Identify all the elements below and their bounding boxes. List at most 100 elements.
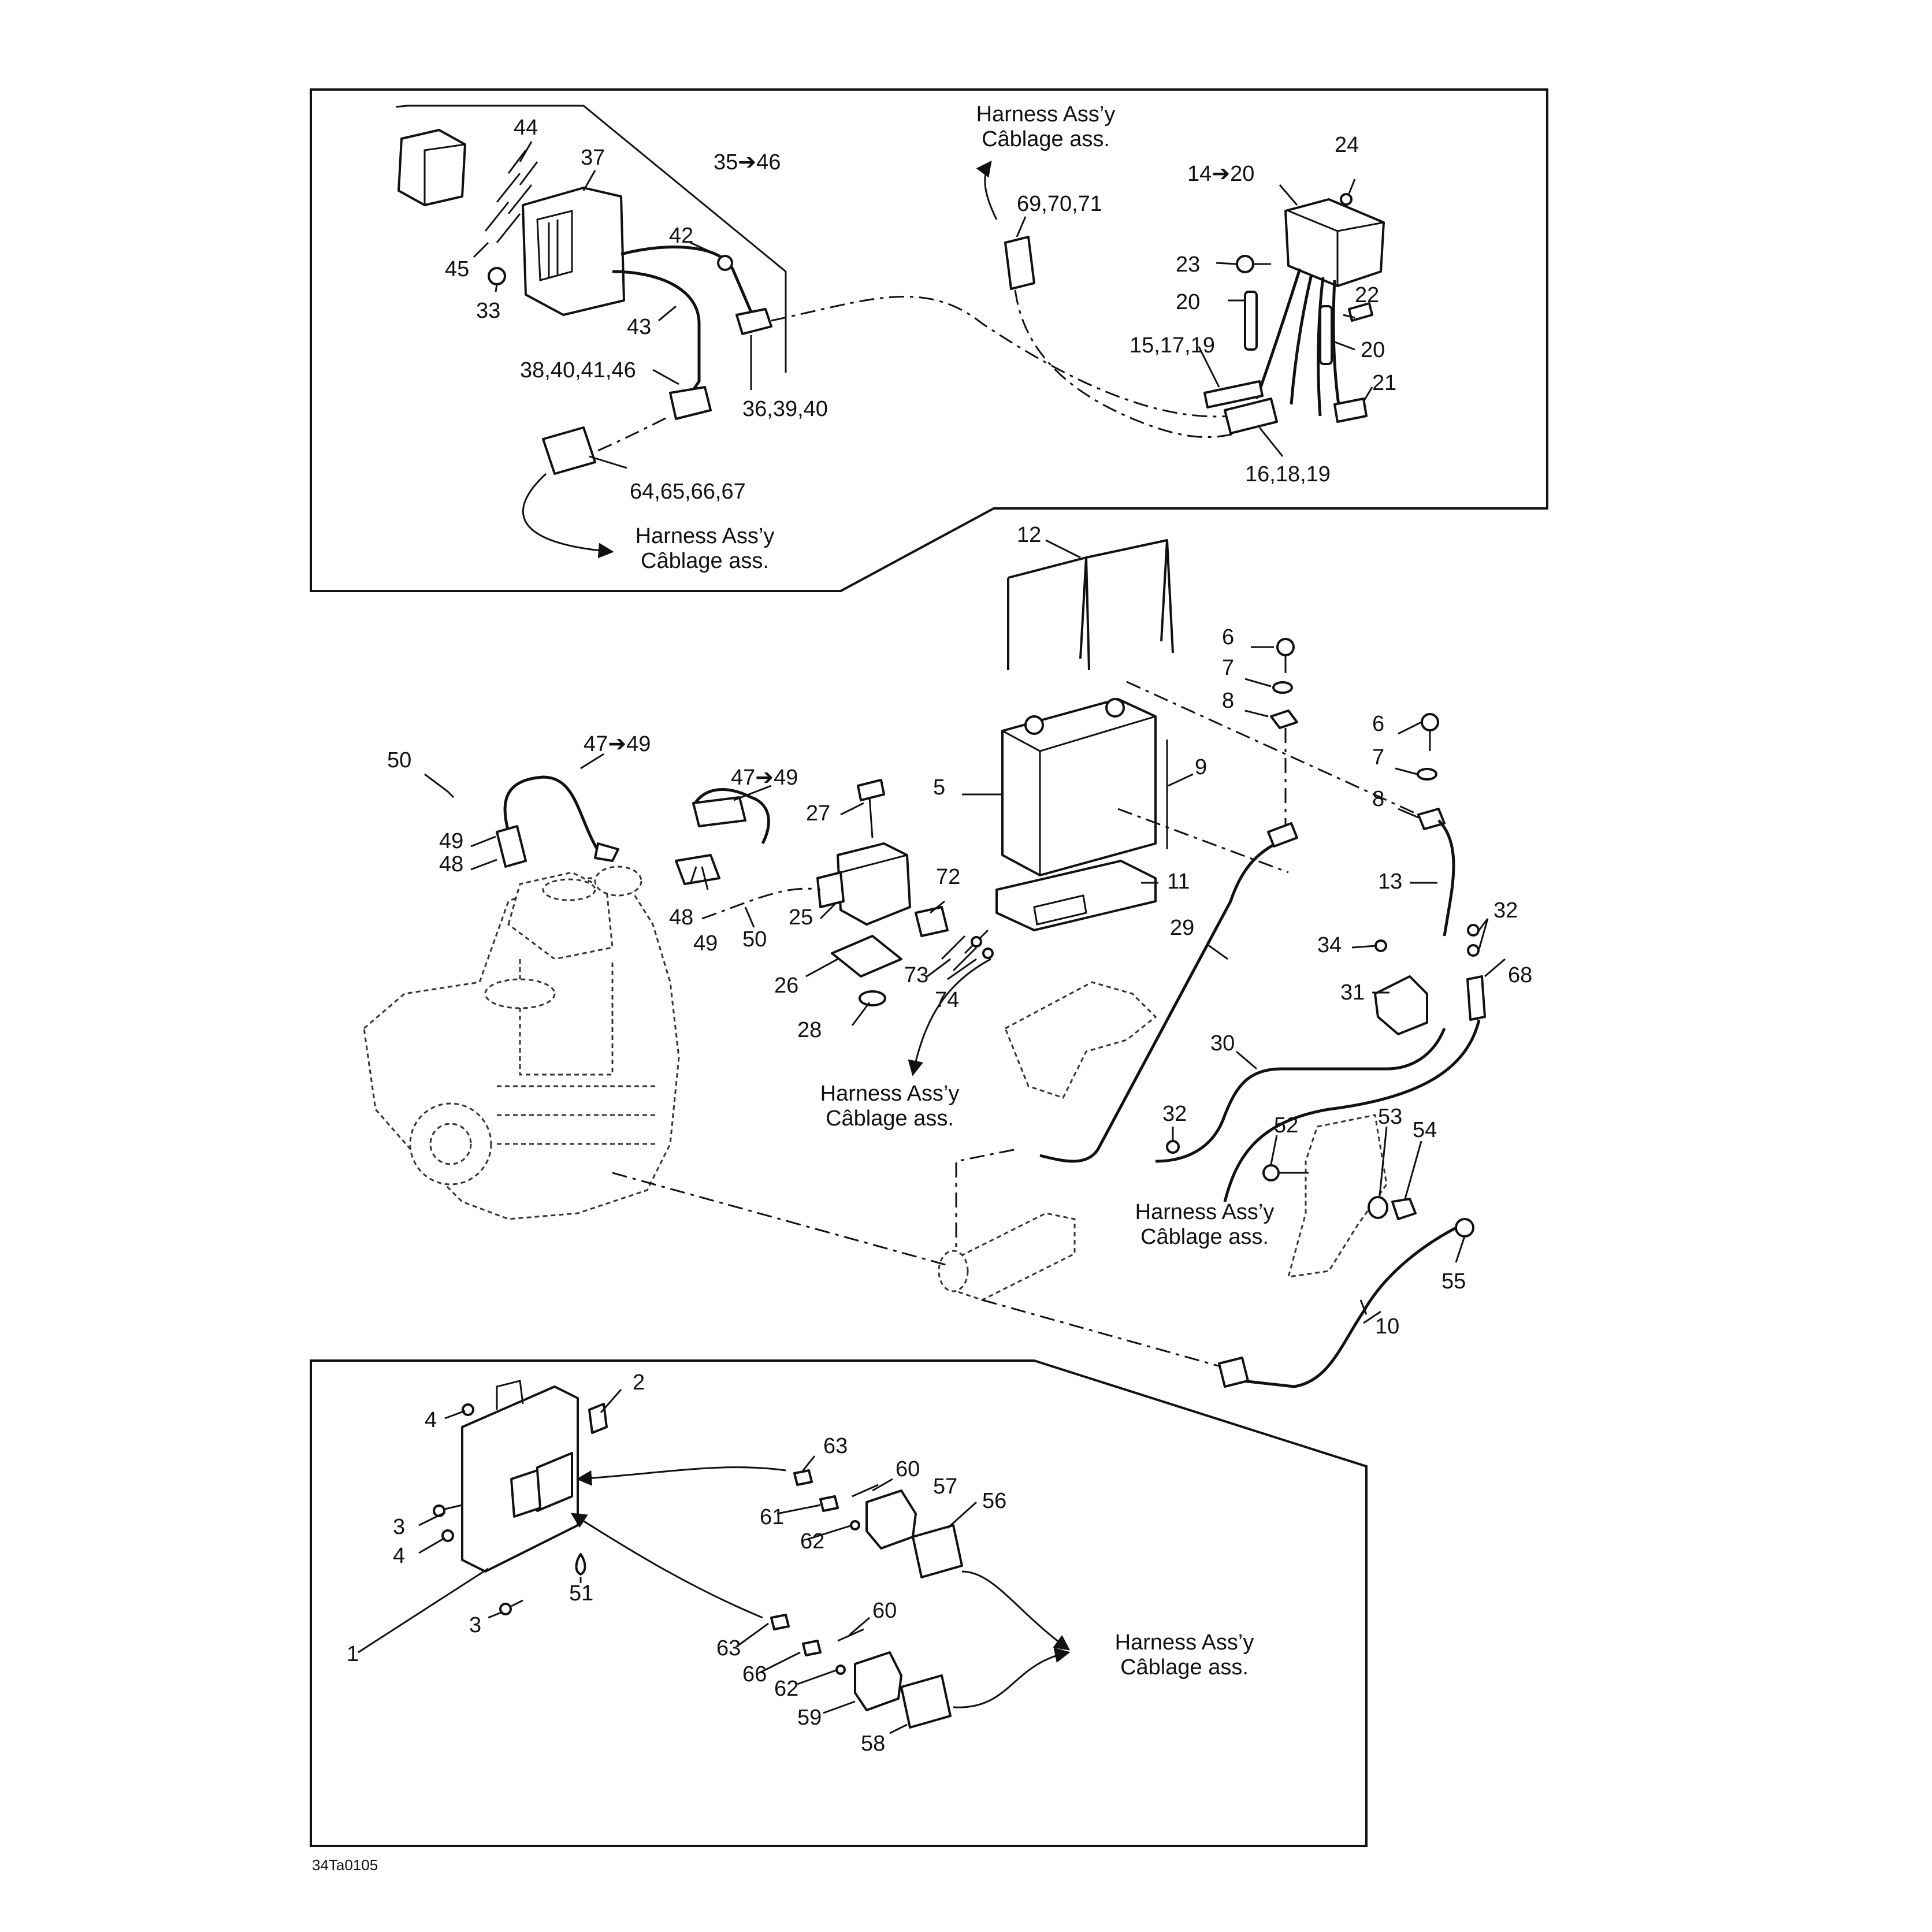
svg-text:Harness Ass’y: Harness Ass’y — [1135, 1200, 1275, 1224]
terminals-bottom — [770, 1614, 864, 1675]
nut-32-starter — [1166, 1140, 1180, 1154]
starter-link-ground — [982, 1299, 1231, 1370]
spark-plug-wire-left-47-49 — [675, 788, 770, 885]
battery-tray — [995, 860, 1157, 931]
callout-68: 68 — [1508, 963, 1532, 987]
cdi-module — [1284, 198, 1385, 287]
callout-33: 33 — [476, 299, 500, 323]
callout-5: 5 — [933, 775, 945, 800]
callout-36-39-40: 36,39,40 — [742, 397, 828, 421]
screw-34 — [1374, 939, 1387, 952]
callout-20-right: 20 — [1361, 338, 1385, 362]
callout-63-bottom: 63 — [716, 1636, 741, 1660]
sleeve-20-right — [1319, 305, 1333, 365]
voltage-regulator — [522, 187, 625, 316]
callout-35-46: 35➔46 — [714, 150, 781, 174]
connector-64-67 — [542, 426, 596, 475]
regulator-connector-right — [735, 308, 772, 335]
connector-72 — [915, 906, 949, 937]
callout-72: 72 — [936, 865, 960, 889]
callout-50-right: 50 — [742, 927, 767, 952]
callout-58: 58 — [861, 1732, 885, 1756]
callout-16-18-19: 16,18,19 — [1245, 462, 1331, 486]
callout-2: 2 — [633, 1370, 645, 1395]
harness-label-top-center: Harness Ass’y Câblage ass. — [976, 102, 1116, 151]
callout-22: 22 — [1355, 283, 1379, 307]
callout-13: 13 — [1378, 870, 1402, 894]
arrow-harness-bottom-1 — [961, 1570, 1071, 1651]
screw-3-top — [433, 1504, 463, 1517]
callout-8-right: 8 — [1372, 787, 1384, 811]
starter-motor — [938, 1212, 1076, 1301]
washer-53 — [1368, 1196, 1388, 1219]
callout-49-left: 49 — [439, 829, 463, 853]
top-harness-lower — [1013, 259, 1237, 439]
connector-58 — [900, 1674, 952, 1729]
callout-42: 42 — [669, 224, 693, 248]
washer-7-right — [1417, 768, 1437, 781]
svg-text:Câblage ass.: Câblage ass. — [826, 1106, 954, 1131]
callout-labels: 44 37 35➔46 42 45 33 43 38,40,41,46 36,3… — [347, 116, 1532, 1756]
grommet-28 — [859, 990, 886, 1006]
top-inset-frame — [310, 88, 1548, 592]
ground-cable-10 — [1218, 1223, 1463, 1388]
svg-text:Harness Ass’y: Harness Ass’y — [820, 1082, 960, 1106]
callout-49-right: 49 — [693, 931, 718, 956]
top-long-harness — [771, 295, 1231, 418]
connector-seal-59 — [854, 1651, 902, 1711]
callout-52: 52 — [1274, 1113, 1298, 1138]
svg-text:Câblage ass.: Câblage ass. — [1140, 1225, 1269, 1249]
bolt-6-left — [1276, 638, 1295, 673]
callout-47-49-left: 47➔49 — [584, 732, 651, 756]
callout-32-right: 32 — [1493, 898, 1518, 923]
regulator-cover — [397, 129, 466, 206]
svg-text:Câblage ass.: Câblage ass. — [982, 127, 1110, 151]
callout-9: 9 — [1195, 755, 1207, 779]
callout-28: 28 — [797, 1018, 822, 1042]
svg-text:Harness Ass’y: Harness Ass’y — [636, 524, 775, 548]
ignition-coil — [816, 842, 911, 926]
ecm-housing — [461, 1380, 579, 1573]
callout-6-right: 6 — [1372, 712, 1384, 736]
callout-44: 44 — [514, 116, 538, 140]
callout-12: 12 — [1017, 523, 1041, 547]
connector-69-71 — [1004, 236, 1035, 290]
callout-69-71: 69,70,71 — [1017, 192, 1102, 216]
clip-68 — [1466, 975, 1486, 1021]
callout-21: 21 — [1372, 371, 1396, 395]
callout-3-top: 3 — [393, 1515, 405, 1539]
battery-strap — [1007, 539, 1174, 671]
ground-terminal-42 — [717, 255, 733, 271]
harness-label-middle: Harness Ass’y Câblage ass. — [820, 1082, 960, 1131]
callout-15-17-19: 15,17,19 — [1130, 333, 1215, 358]
callout-29: 29 — [1170, 916, 1194, 940]
harness-arrow-top — [976, 160, 998, 220]
callout-38-40-41-46: 38,40,41,46 — [520, 358, 636, 382]
callout-62-bottom: 62 — [774, 1677, 798, 1701]
figure-code: 34Ta0105 — [312, 1856, 378, 1874]
harness-arrow-coil — [908, 958, 991, 1076]
callout-64-67: 64,65,66,67 — [630, 480, 746, 504]
drop-51 — [575, 1553, 586, 1576]
washer-7-left — [1272, 681, 1293, 694]
nut-55 — [1455, 1218, 1474, 1238]
callout-53: 53 — [1378, 1105, 1402, 1129]
regulator-harness-link — [597, 415, 671, 452]
bolt-23 — [1236, 255, 1271, 273]
gasket-26 — [831, 935, 902, 978]
callout-54: 54 — [1413, 1118, 1437, 1142]
callout-4-bottom: 4 — [393, 1544, 405, 1568]
callout-56: 56 — [982, 1489, 1006, 1513]
coil-link — [701, 887, 821, 920]
callout-4-top: 4 — [425, 1408, 437, 1432]
engine — [363, 865, 680, 1220]
callout-62-top: 62 — [800, 1529, 824, 1554]
callout-11: 11 — [1167, 870, 1190, 894]
callout-10: 10 — [1375, 1314, 1399, 1339]
callout-51: 51 — [569, 1581, 593, 1606]
callout-60-bottom: 60 — [872, 1599, 897, 1623]
connector-56 — [912, 1524, 963, 1578]
callout-45: 45 — [445, 257, 469, 281]
screw-4-top — [462, 1403, 474, 1416]
